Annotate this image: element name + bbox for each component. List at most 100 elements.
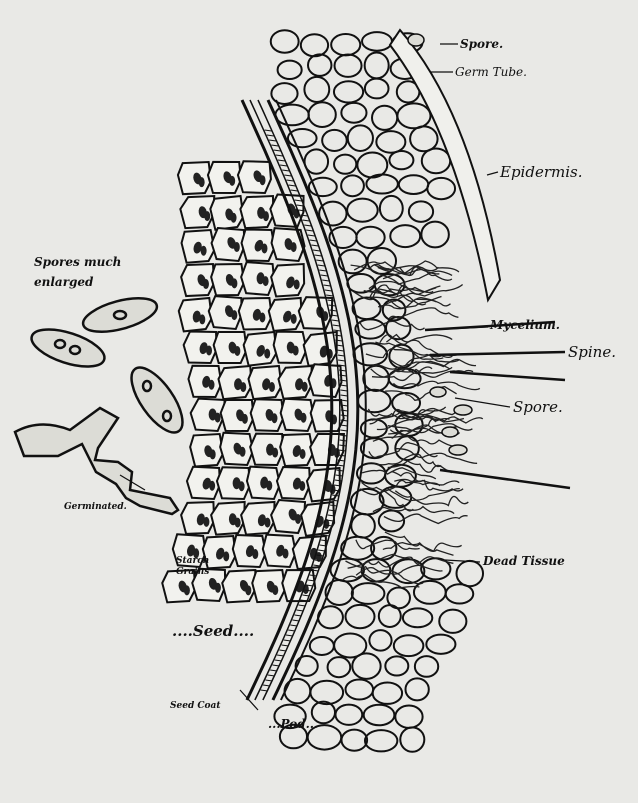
pod-cell <box>322 130 347 151</box>
coat-hatch <box>316 260 323 261</box>
coat-hatch <box>275 660 282 661</box>
starch-grain <box>234 346 240 356</box>
coat-hatch <box>284 175 291 176</box>
pod-cell <box>395 706 422 728</box>
pod-cell <box>446 584 474 603</box>
hypha <box>395 491 468 506</box>
starch-grain <box>291 314 297 324</box>
coat-hatch <box>321 275 328 276</box>
coat-hatch <box>272 665 279 666</box>
starch-grain <box>203 279 209 289</box>
spore <box>408 34 424 46</box>
spore-nucleus <box>114 311 126 319</box>
label-seed-coat: Seed Coat <box>170 701 221 711</box>
starch-grain <box>239 481 245 491</box>
starch-grain <box>201 246 207 256</box>
coat-hatch <box>319 270 326 271</box>
coat-hatch <box>278 160 285 161</box>
pod-cell <box>352 583 385 604</box>
coat-hatch <box>276 155 283 156</box>
starch-grain <box>199 177 205 187</box>
pod-cell <box>310 637 334 655</box>
starch-grain <box>272 585 278 595</box>
coat-hatch <box>337 350 344 351</box>
pod-cell <box>328 657 351 677</box>
starch-grain <box>240 382 246 392</box>
pod-cell <box>278 61 302 79</box>
starch-grain <box>259 313 265 323</box>
coat-hatch <box>341 395 348 396</box>
pod-cell <box>410 126 437 151</box>
pod-cell <box>421 222 449 248</box>
spore <box>442 427 458 437</box>
pod-cell <box>341 730 367 751</box>
coat-hatch <box>322 280 329 281</box>
seed-cell <box>304 332 337 366</box>
coat-hatch <box>338 360 345 361</box>
coat-hatch <box>315 255 322 256</box>
seed-cell <box>278 366 311 399</box>
coat-hatch <box>292 620 299 621</box>
coat-hatch <box>261 690 268 691</box>
coat-hatch <box>282 170 289 171</box>
starch-grain <box>269 382 275 392</box>
pod-cell <box>326 580 353 605</box>
coat-hatch <box>289 185 296 186</box>
starch-grain <box>263 276 269 286</box>
coat-hatch <box>334 330 341 331</box>
starch-grain <box>302 382 308 392</box>
coat-hatch <box>263 685 270 686</box>
label-germ-tube: Germ Tube. <box>455 65 527 79</box>
seed-cell <box>241 502 274 535</box>
coat-hatch <box>288 630 295 631</box>
coat-hatch <box>277 655 284 656</box>
pod-cell <box>415 656 438 677</box>
seed-cell <box>180 196 214 228</box>
pod-cell <box>366 174 397 193</box>
coat-hatch <box>310 240 317 241</box>
coat-hatch <box>308 235 315 236</box>
hypha <box>390 355 459 366</box>
starch-grain <box>184 585 190 595</box>
coat-hatch <box>267 135 274 136</box>
coat-hatch <box>280 165 287 166</box>
pod-cell <box>369 630 391 650</box>
germinated-spore <box>15 408 178 514</box>
coat-hatch <box>302 220 309 221</box>
pod-cell <box>352 653 380 679</box>
label-seed: ....Seed.... <box>172 622 254 640</box>
starch-grain <box>231 310 237 320</box>
starch-grain <box>210 449 216 459</box>
pod-cell <box>376 131 405 153</box>
leader-line <box>487 172 498 175</box>
pod-cell <box>365 730 397 751</box>
starch-grain <box>240 447 246 457</box>
pod-cell <box>385 656 408 675</box>
pod-cell <box>426 635 455 654</box>
pod-cell <box>354 343 388 365</box>
starch-grain <box>206 345 212 355</box>
pod-cell <box>309 102 336 127</box>
starch-grain <box>261 243 267 253</box>
pod-cell <box>365 52 389 78</box>
starch-grain <box>291 242 297 252</box>
label-spine: Spine. <box>568 343 616 361</box>
pod-cell <box>427 178 455 199</box>
starch-grain <box>231 278 237 288</box>
pod-cell <box>296 656 318 676</box>
starch-grain <box>260 175 266 185</box>
coat-hatch <box>304 225 311 226</box>
coat-hatch <box>340 390 347 391</box>
pod-cell <box>397 103 430 128</box>
coat-hatch <box>324 285 331 286</box>
label-spores-enlarged: Spores much enlarged <box>34 252 174 292</box>
pod-cell <box>403 608 432 627</box>
hypha <box>389 308 458 319</box>
coat-hatch <box>290 625 297 626</box>
coat-hatch <box>340 385 347 386</box>
pod-cell <box>301 34 328 56</box>
starch-grain <box>266 481 272 491</box>
starch-grain <box>263 211 269 221</box>
pod-cell <box>335 54 362 76</box>
coat-hatch <box>333 325 340 326</box>
